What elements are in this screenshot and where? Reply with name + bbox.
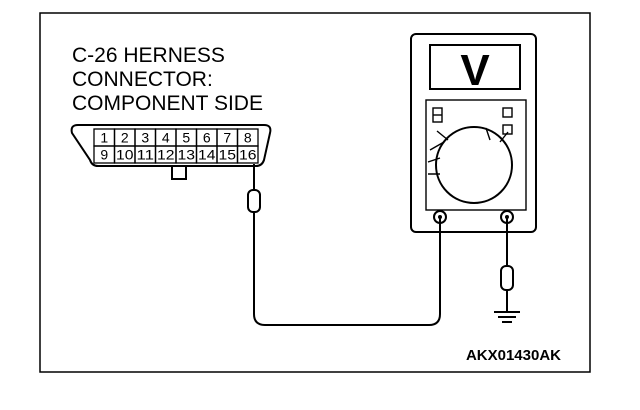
test-lead: [247, 164, 441, 326]
selector-panel: [425, 99, 527, 211]
voltage-symbol: V: [460, 46, 490, 95]
pin-label: 7: [223, 130, 231, 146]
pin-label: 2: [121, 130, 129, 146]
caption-line-3: COMPONENT SIDE: [72, 92, 263, 115]
pin-label: 15: [219, 147, 237, 163]
pin-label: 10: [116, 147, 134, 163]
connector-caption: C-26 HERNESS CONNECTOR: COMPONENT SIDE: [72, 44, 263, 115]
pin-label: 11: [137, 147, 155, 163]
multimeter-display: [429, 44, 521, 90]
pin-label: 8: [244, 130, 252, 146]
dial-scale: [427, 127, 509, 175]
ground-probe-body-icon: [500, 265, 514, 291]
pin-label: 4: [162, 130, 170, 146]
multimeter-body: [410, 33, 537, 233]
pin-label: 3: [141, 130, 149, 146]
connector-housing: [70, 124, 272, 167]
multimeter: V: [410, 33, 537, 233]
pin-cell: [236, 145, 259, 164]
ground-lead: [494, 217, 520, 323]
range-indicator-right-top: [502, 107, 513, 118]
figure-frame: [39, 12, 591, 373]
lead-wire: [253, 212, 441, 326]
caption-line-2: CONNECTOR:: [72, 68, 213, 91]
figure-code: AKX01430AK: [466, 347, 561, 364]
ground-symbol-icon: [494, 311, 520, 323]
com-jack-icon: [433, 210, 447, 224]
pin-label-probed: 16: [239, 147, 257, 163]
pin-label: 9: [100, 147, 108, 163]
pin-label: 1: [100, 130, 108, 146]
pin-label: 6: [203, 130, 211, 146]
pin-label: 13: [178, 147, 196, 163]
pin-label: 12: [157, 147, 175, 163]
range-selector-dial-icon: [435, 126, 513, 204]
range-indicator-right-bottom: [502, 124, 513, 135]
connector-lock-tab: [171, 165, 187, 180]
pin-label: 14: [198, 147, 216, 163]
probe-body-icon: [247, 189, 261, 213]
caption-line-1: C-26 HERNESS: [72, 44, 225, 67]
pin-label: 5: [182, 130, 190, 146]
